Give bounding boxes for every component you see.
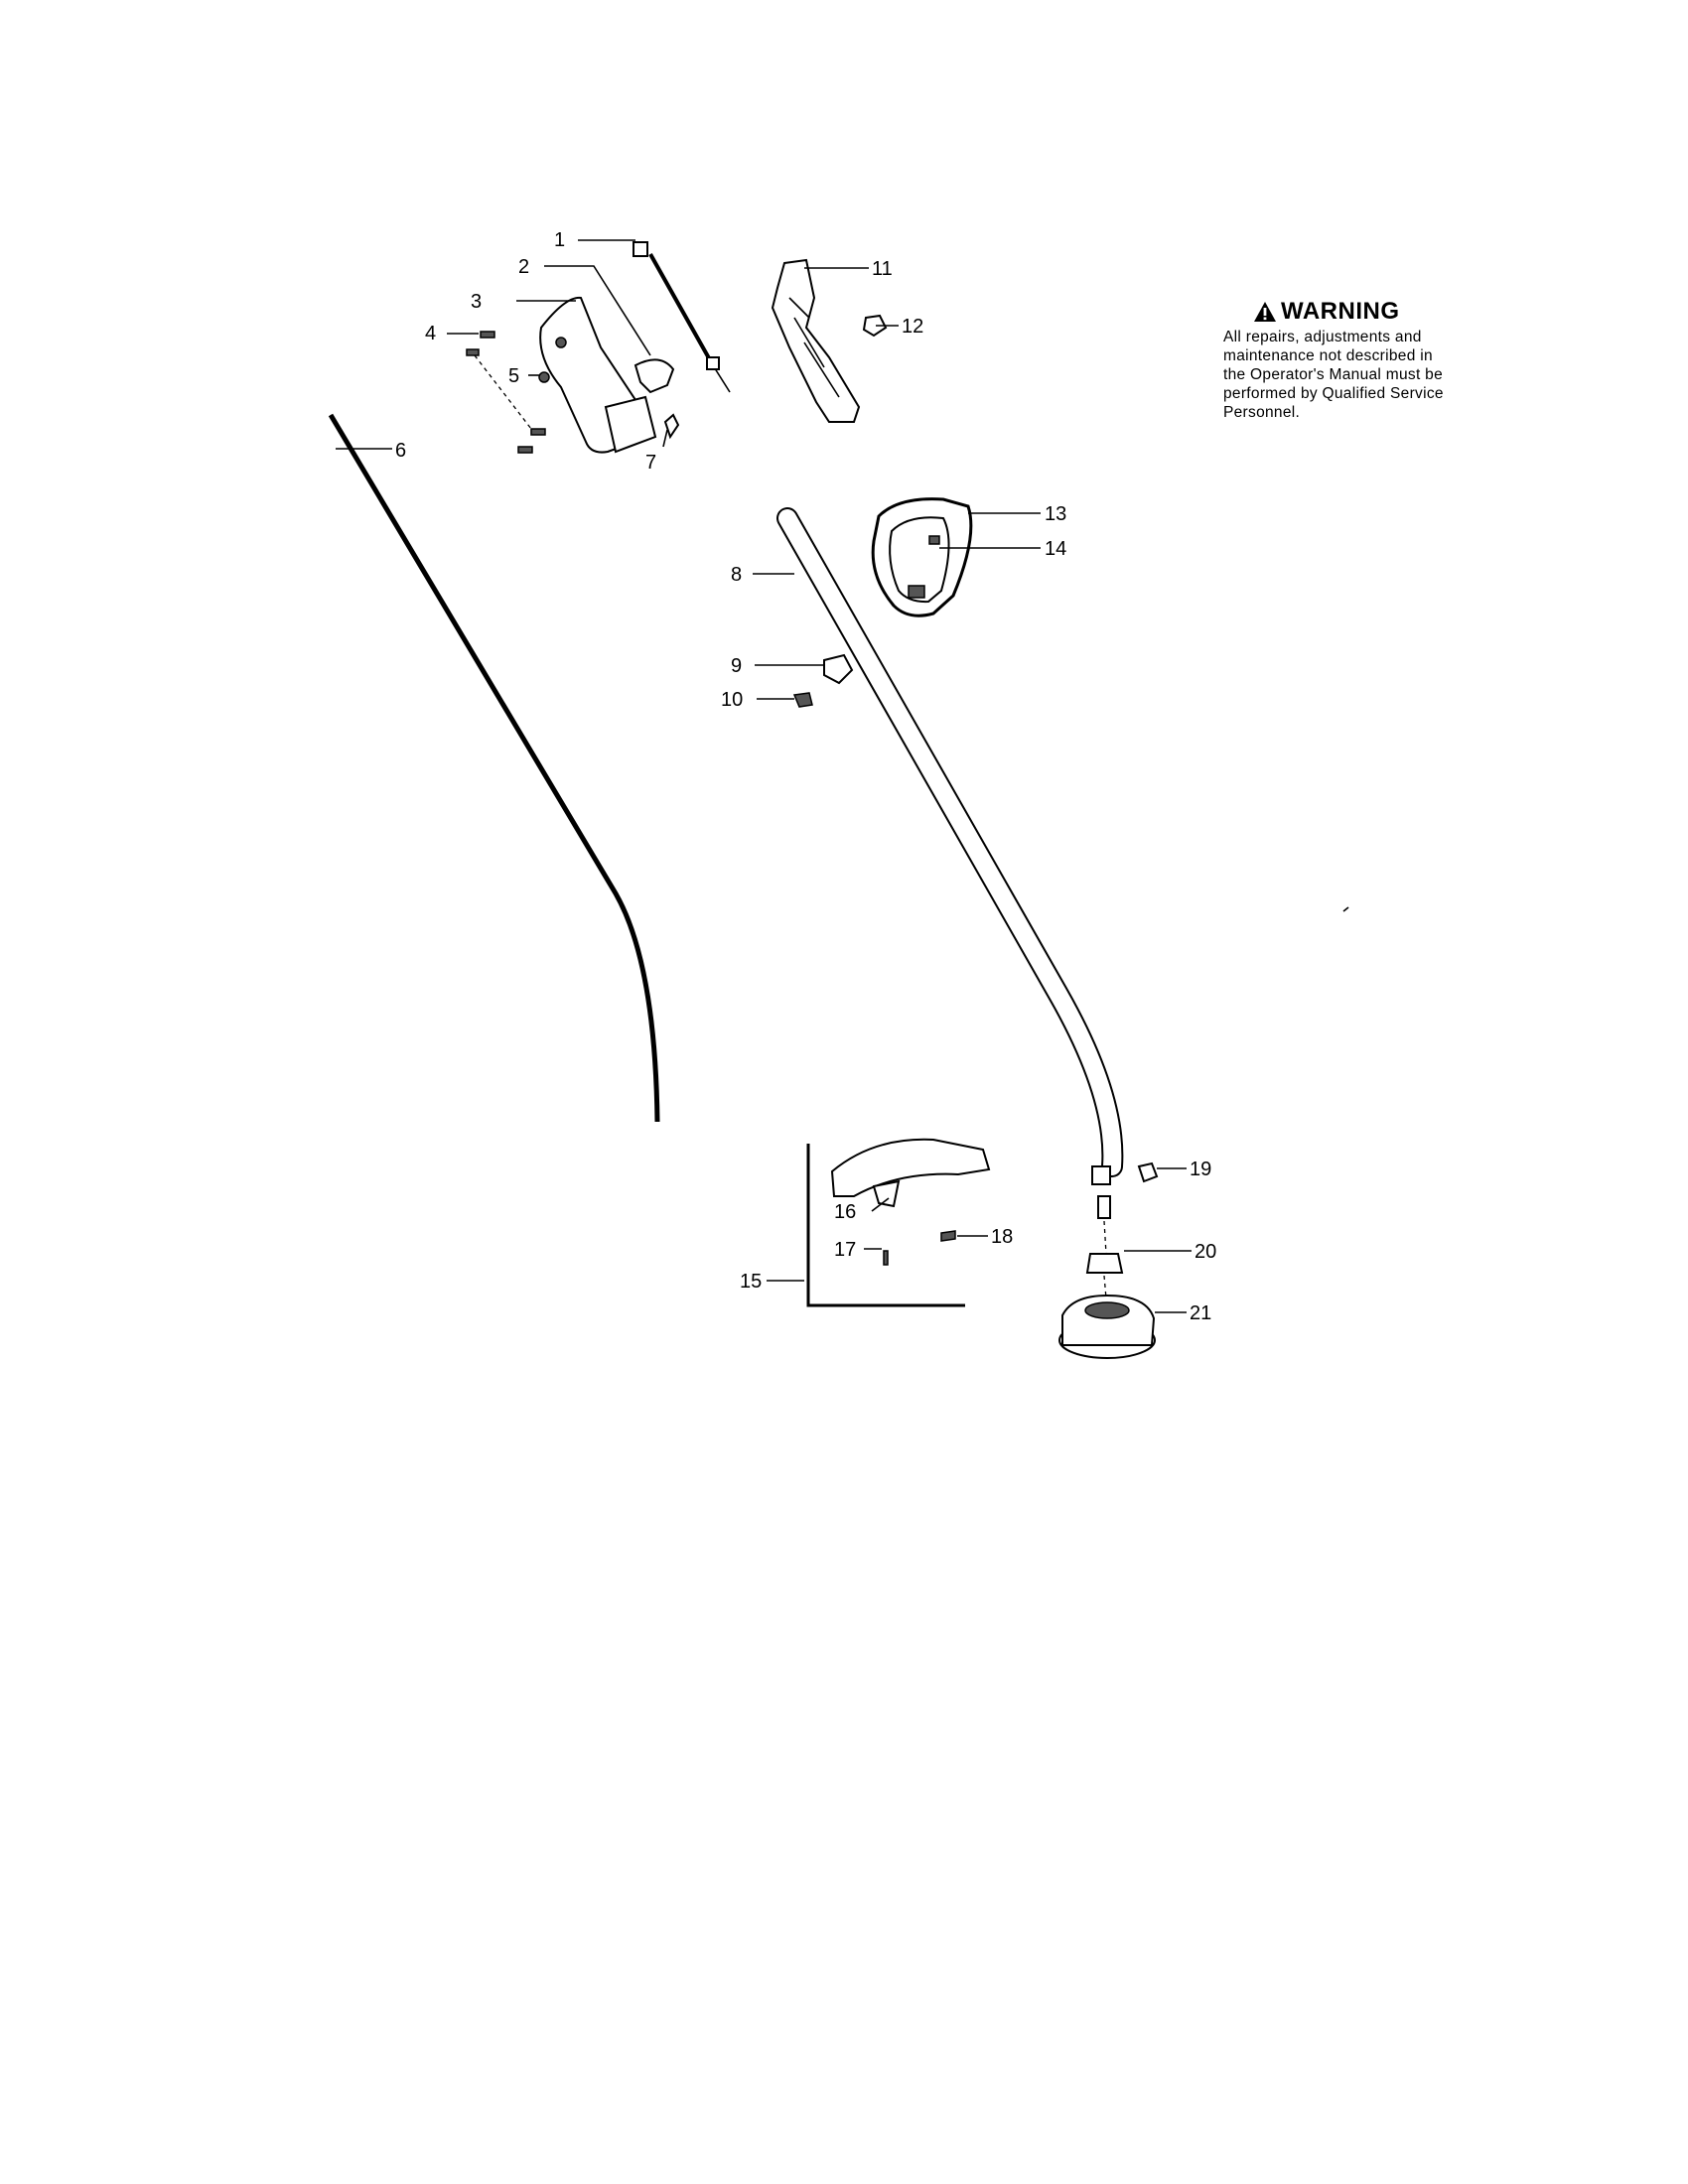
warning-line: Personnel.: [1223, 404, 1301, 421]
leader-lines: [336, 239, 1192, 1313]
callout-16: 16: [834, 1201, 856, 1223]
callout-10: 10: [721, 689, 743, 711]
throttle-cable: [633, 241, 731, 393]
warning-line: the Operator's Manual must be: [1223, 366, 1444, 383]
callout-18: 18: [991, 1226, 1013, 1248]
clip: [663, 413, 680, 440]
rear-handle: [771, 258, 861, 423]
clamp: [823, 653, 854, 685]
callout-17: 17: [834, 1239, 856, 1261]
callout-20: 20: [1195, 1241, 1216, 1263]
callout-12: 12: [902, 316, 923, 338]
callout-21: 21: [1190, 1302, 1211, 1324]
warning-triangle-icon: [1254, 302, 1276, 322]
clamp-bolt: [792, 692, 813, 708]
fitting: [862, 314, 888, 338]
callout-7: 7: [645, 452, 656, 474]
callout-19: 19: [1190, 1159, 1211, 1180]
drive-shaft: [328, 413, 660, 1123]
callout-15: 15: [740, 1271, 762, 1293]
callout-14: 14: [1045, 538, 1066, 560]
callout-numbers: 1 2 3 4 5 6 7 8 9 10 11 12 13 14 15 16 1…: [395, 229, 1216, 1324]
callout-11: 11: [872, 258, 893, 280]
screws: [466, 331, 550, 454]
throttle-trigger: [633, 358, 675, 394]
handle-housing: [539, 296, 657, 454]
warning-header: WARNING: [1253, 298, 1521, 326]
callout-13: 13: [1045, 503, 1066, 525]
guard-assembly: [806, 1138, 991, 1307]
warning-title: WARNING: [1281, 298, 1400, 325]
callout-6: 6: [395, 440, 406, 462]
warning-text: All repairs, adjustments and maintenance…: [1223, 328, 1521, 422]
callout-1: 1: [554, 229, 565, 251]
callout-8: 8: [731, 564, 742, 586]
loop-screw: [928, 535, 940, 545]
warning-line: performed by Qualified Service: [1223, 385, 1444, 402]
callout-9: 9: [731, 655, 742, 677]
warning-notice: WARNING All repairs, adjustments and mai…: [1223, 298, 1521, 422]
warning-line: maintenance not described in: [1223, 347, 1433, 364]
trimmer-head: [1058, 1161, 1159, 1359]
warning-line: All repairs, adjustments and: [1223, 329, 1422, 345]
callout-4: 4: [425, 323, 436, 344]
callout-2: 2: [518, 256, 529, 278]
callout-5: 5: [508, 365, 519, 387]
loop-handle: [871, 497, 973, 617]
stray-mark: [1342, 906, 1349, 912]
callout-3: 3: [471, 291, 482, 313]
